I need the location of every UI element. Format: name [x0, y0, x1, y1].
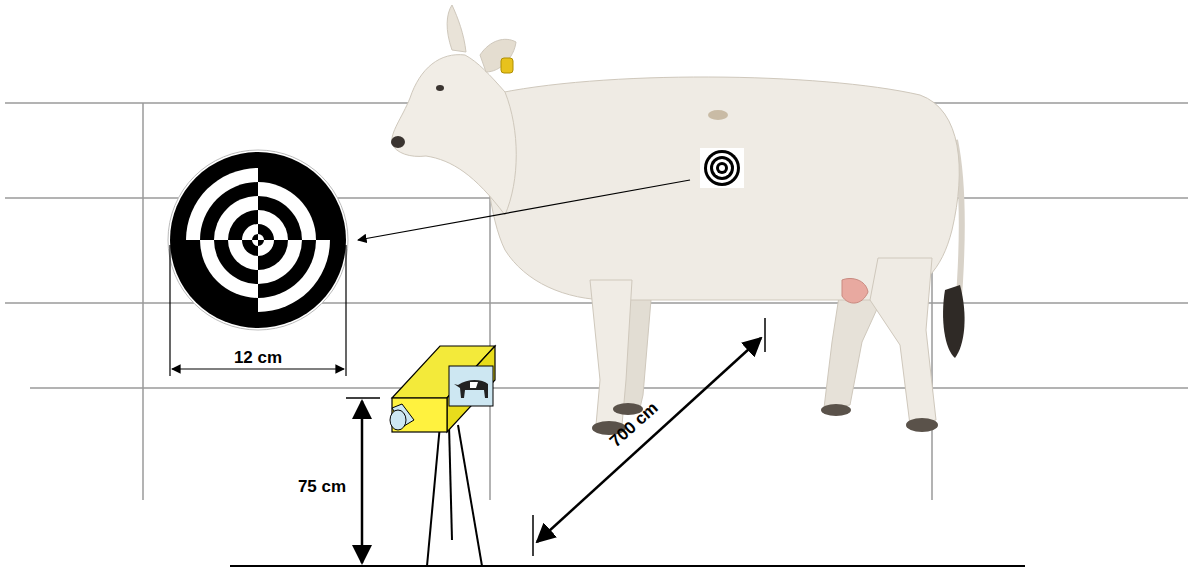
- dimension-12: [170, 245, 346, 376]
- dimension-700: [533, 318, 765, 556]
- dimension-75: [346, 398, 380, 566]
- dimension-label: 75 cm: [298, 478, 346, 495]
- dimension-label: 12 cm: [234, 349, 282, 366]
- small-target: [700, 148, 744, 188]
- cow: [391, 5, 965, 435]
- leader-line: [358, 180, 690, 240]
- target: [168, 150, 348, 330]
- camera: [390, 346, 495, 566]
- ground-line: [230, 565, 1025, 567]
